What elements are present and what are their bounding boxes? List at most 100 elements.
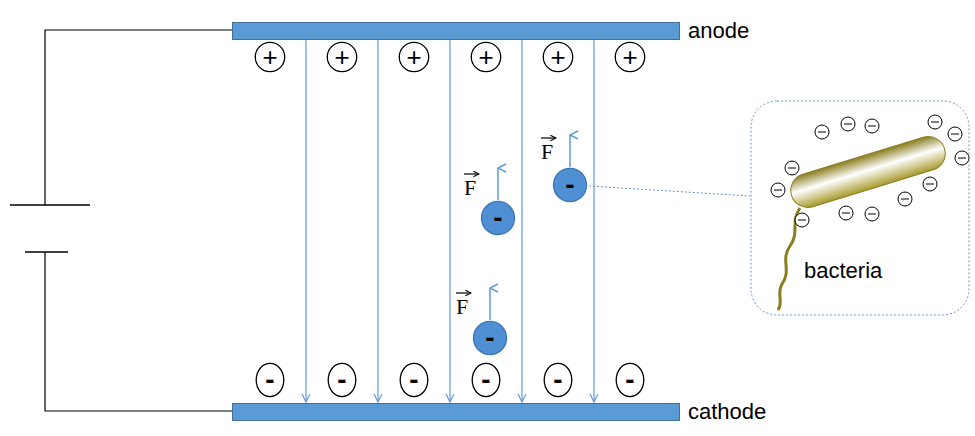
- charge-dash: [958, 158, 966, 159]
- battery-short-plate: [25, 251, 68, 253]
- callout-outline: [750, 100, 970, 316]
- vector-bar: [541, 137, 556, 138]
- charge-symbol: [865, 207, 879, 221]
- callout-border: [751, 101, 969, 315]
- bacterium-body: [787, 132, 950, 211]
- circle-shape: [481, 201, 514, 234]
- positive-charge: +: [326, 41, 358, 73]
- charged-bacterium: -: [472, 320, 508, 356]
- negative-charge: -: [543, 362, 573, 398]
- charge-sign: -: [493, 204, 502, 232]
- positive-charge: +: [614, 41, 646, 73]
- circle-shape: [553, 168, 586, 201]
- charge-dash: [788, 168, 796, 169]
- positive-charge: +: [254, 41, 286, 73]
- negative-charge: -: [399, 362, 429, 398]
- circle-shape: [616, 363, 644, 396]
- charge-symbol: [898, 192, 912, 206]
- charge-dash: [868, 126, 876, 127]
- charge-symbol: [785, 161, 799, 175]
- battery-long-plate: [10, 204, 90, 206]
- charge-symbol: [841, 117, 855, 131]
- anode-plate: anode: [232, 22, 680, 40]
- circle-shape: [472, 363, 500, 396]
- circle-shape: [328, 363, 356, 396]
- charge-symbol: [795, 213, 809, 227]
- charge-sign: -: [481, 366, 490, 394]
- positive-charge: +: [398, 41, 430, 73]
- force-vectors: [490, 135, 570, 320]
- field-line: [521, 40, 522, 402]
- charge-dash: [931, 122, 939, 123]
- charge-symbol: [771, 183, 785, 197]
- force-label: F: [456, 296, 468, 318]
- field-line: [305, 40, 306, 402]
- charge-sign: -: [265, 366, 274, 394]
- charge-sign: -: [409, 366, 418, 394]
- electrode-label: anode: [688, 20, 749, 42]
- charge-symbol: [839, 206, 853, 220]
- charge-sign: +: [334, 44, 349, 70]
- charge-symbol: [865, 119, 879, 133]
- charge-dash: [951, 134, 959, 135]
- force-label: F: [464, 177, 476, 199]
- force-label: F: [541, 141, 553, 163]
- charge-symbol: [955, 151, 969, 165]
- electrode-label: cathode: [688, 401, 766, 423]
- charge-symbol: [815, 125, 829, 139]
- charge-sign: +: [406, 44, 421, 70]
- circle-shape: [327, 42, 356, 71]
- circle-shape: [399, 42, 428, 71]
- charge-dash: [818, 132, 826, 133]
- charge-sign: +: [622, 44, 637, 70]
- battery-circuit: [10, 30, 232, 411]
- circle-shape: [615, 42, 644, 71]
- circle-shape: [543, 42, 572, 71]
- callout-pointer: [589, 186, 750, 196]
- charge-sign: -: [565, 171, 574, 199]
- charge-dash: [774, 190, 782, 191]
- negative-charge: -: [615, 362, 645, 398]
- vector-bar: [464, 173, 479, 174]
- charge-dash: [926, 184, 934, 185]
- charge-dash: [868, 214, 876, 215]
- charge-dash: [844, 124, 852, 125]
- vector-overbars: [456, 138, 556, 293]
- circle-shape: [544, 363, 572, 396]
- cathode-plate: cathode: [232, 403, 680, 421]
- positive-charge: +: [470, 41, 502, 73]
- circle-shape: [400, 363, 428, 396]
- circle-shape: [471, 42, 500, 71]
- wire: [45, 30, 232, 205]
- charge-symbol: [923, 177, 937, 191]
- negative-charge: -: [471, 362, 501, 398]
- charged-bacterium: -: [480, 200, 516, 236]
- circle-shape: [256, 363, 284, 396]
- callout-bubble: bacteria: [750, 100, 970, 316]
- charge-sign: +: [478, 44, 493, 70]
- charge-sign: -: [337, 366, 346, 394]
- field-line: [593, 40, 594, 402]
- charge-symbol: [948, 127, 962, 141]
- circle-shape: [473, 321, 506, 354]
- wire: [45, 252, 232, 411]
- negative-charge: -: [327, 362, 357, 398]
- charge-symbol: [928, 115, 942, 129]
- force-arrow: [497, 168, 499, 200]
- vector-bar: [456, 292, 471, 293]
- charge-sign: +: [262, 44, 277, 70]
- charge-sign: +: [550, 44, 565, 70]
- charge-dash: [798, 220, 806, 221]
- force-arrow: [569, 135, 571, 167]
- charged-bacterium: -: [552, 167, 588, 203]
- charge-dash: [842, 213, 850, 214]
- surface-charges: [771, 115, 969, 227]
- force-arrow: [489, 288, 491, 320]
- charge-dash: [901, 199, 909, 200]
- charge-sign: -: [485, 324, 494, 352]
- field-line: [377, 40, 378, 402]
- negative-charge: -: [255, 362, 285, 398]
- charge-sign: -: [553, 366, 562, 394]
- positive-charge: +: [542, 41, 574, 73]
- callout-label: bacteria: [804, 260, 882, 282]
